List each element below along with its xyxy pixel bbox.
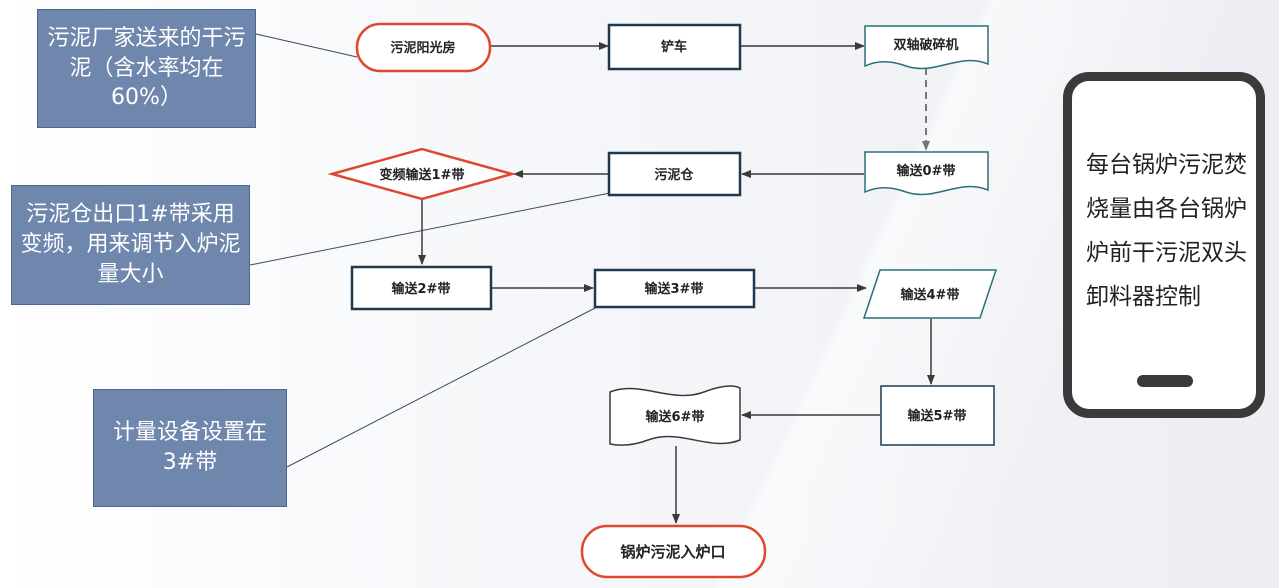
- node-sun-room: 污泥阳光房: [355, 22, 492, 73]
- node-conveyor3: 输送3#带: [593, 268, 756, 309]
- phone-note-text: 每台锅炉污泥焚烧量由各台锅炉炉前干污泥双头卸料器控制: [1086, 152, 1247, 310]
- note-sludge-source: 污泥厂家送来的干污泥（含水率均在60%）: [37, 9, 256, 128]
- node-conveyor6: 输送6#带: [609, 385, 741, 446]
- phone-note: 每台锅炉污泥焚烧量由各台锅炉炉前干污泥双头卸料器控制: [1063, 72, 1265, 418]
- node-conveyor2-label: 输送2#带: [392, 281, 451, 297]
- callout-line-vfd: [249, 192, 611, 266]
- phone-home-button: [1137, 375, 1193, 387]
- node-furnace-inlet-label: 锅炉污泥入炉口: [620, 543, 725, 561]
- callout-line-metering: [286, 306, 598, 468]
- node-loader: 铲车: [607, 23, 742, 71]
- node-conveyor5-label: 输送5#带: [908, 408, 967, 424]
- node-loader-label: 铲车: [661, 39, 687, 55]
- node-shredder-label: 双轴破碎机: [893, 37, 958, 53]
- node-sludge-bin-label: 污泥仓: [654, 167, 694, 183]
- note-vfd-conveyor: 污泥仓出口1#带采用变频，用来调节入炉泥量大小: [11, 185, 250, 305]
- node-furnace-inlet: 锅炉污泥入炉口: [580, 524, 767, 579]
- node-conveyor6-label: 输送6#带: [646, 409, 705, 425]
- node-shredder: 双轴破碎机: [864, 25, 989, 70]
- node-conveyor5: 输送5#带: [880, 385, 995, 446]
- note-metering: 计量设备设置在3#带: [93, 389, 287, 507]
- node-vf-conveyor1-label: 变频输送1#带: [380, 167, 465, 183]
- node-conveyor4-label: 输送4#带: [901, 287, 960, 303]
- node-conveyor0: 输送0#带: [864, 151, 989, 196]
- node-conveyor0-label: 输送0#带: [897, 163, 956, 179]
- node-sludge-bin: 污泥仓: [607, 151, 742, 197]
- note-vfd-conveyor-text: 污泥仓出口1#带采用变频，用来调节入炉泥量大小: [20, 202, 241, 287]
- callout-line-source: [255, 33, 358, 58]
- note-sludge-source-text: 污泥厂家送来的干污泥（含水率均在60%）: [47, 25, 246, 111]
- node-vf-conveyor1: 变频输送1#带: [327, 147, 517, 201]
- node-conveyor3-label: 输送3#带: [645, 281, 704, 297]
- note-metering-text: 计量设备设置在3#带: [112, 420, 267, 475]
- node-conveyor4: 输送4#带: [862, 269, 998, 319]
- node-sun-room-label: 污泥阳光房: [390, 40, 455, 56]
- node-conveyor2: 输送2#带: [350, 265, 493, 311]
